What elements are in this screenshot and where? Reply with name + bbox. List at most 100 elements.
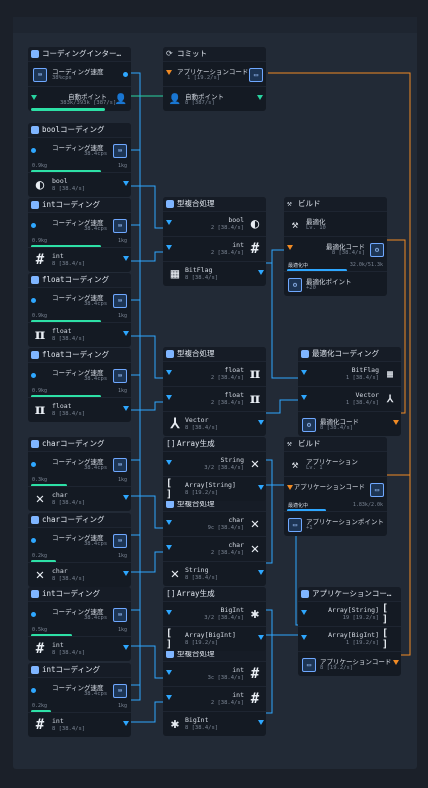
input-port[interactable] — [31, 373, 36, 378]
gear-icon: ▭ — [370, 483, 384, 497]
label: int — [232, 241, 244, 249]
node-title: ビルド — [298, 439, 321, 448]
value: 8 [38.4/s] — [52, 336, 86, 342]
node-title: Array生成 — [177, 589, 215, 598]
output-port[interactable] — [123, 571, 129, 576]
input-port[interactable] — [166, 460, 172, 465]
output-port[interactable] — [123, 72, 128, 77]
input-port[interactable] — [166, 545, 172, 550]
node-commit[interactable]: ⟳コミット アプリケーションコード 1 [19.2/s] ▭ 👤 自動ポイント … — [163, 47, 266, 111]
output-port[interactable] — [258, 485, 264, 490]
node-title: コーディングインター… — [42, 49, 121, 58]
input-port[interactable] — [31, 298, 36, 303]
label: Array[BigInt] — [185, 631, 236, 639]
input-port[interactable] — [287, 245, 293, 250]
input-port[interactable] — [31, 612, 36, 617]
label: int — [52, 641, 64, 649]
wire-int-c — [126, 645, 168, 679]
input-port[interactable] — [166, 70, 172, 75]
node-n20[interactable]: アプリケーションコー…Array[String]19 [19.2/s][ ]Ar… — [298, 587, 401, 676]
input-port[interactable] — [31, 462, 36, 467]
output-port[interactable] — [123, 256, 129, 261]
input-port[interactable] — [166, 610, 172, 615]
value: 1 [19.2/s] — [187, 75, 221, 81]
value: Lv. 1 — [306, 465, 323, 471]
output-port[interactable] — [258, 570, 264, 575]
output-port[interactable] — [258, 720, 264, 725]
value: 38.4cps — [84, 691, 108, 697]
output-port[interactable] — [258, 420, 264, 425]
value: 8 [38.4/s] — [320, 425, 354, 431]
max-value: 1kg — [117, 313, 127, 319]
input-port[interactable] — [166, 395, 172, 400]
output-port[interactable] — [123, 495, 129, 500]
output-port[interactable] — [123, 181, 129, 186]
node-coding-interface[interactable]: コーディングインター… ⌨ コーディング速度 38%cps 自動ポイント 383… — [28, 47, 131, 111]
input-port[interactable] — [301, 610, 307, 615]
label: float — [224, 391, 244, 399]
label: コーディング速度 — [52, 369, 104, 377]
input-port[interactable] — [31, 95, 37, 100]
label: int — [52, 717, 64, 725]
input-port[interactable] — [166, 370, 172, 375]
output-port[interactable] — [257, 95, 263, 100]
max-value: 1kg — [117, 627, 127, 633]
value: 8 [38.4/s] — [52, 650, 86, 656]
input-port[interactable] — [166, 245, 172, 250]
node-title: 型複合処理 — [177, 499, 215, 508]
value: 8 [38.4/s] — [52, 261, 86, 267]
output-port[interactable] — [258, 270, 264, 275]
input-port[interactable] — [301, 395, 307, 400]
input-port[interactable] — [31, 148, 36, 153]
hash-icon: # — [250, 241, 260, 257]
output-port[interactable] — [123, 721, 129, 726]
input-port[interactable] — [166, 670, 172, 675]
node-title: アプリケーションコー… — [312, 589, 392, 598]
label: char — [52, 567, 68, 575]
label: アプリケーションコード — [320, 658, 392, 666]
progress-bar — [31, 170, 102, 173]
input-port[interactable] — [166, 220, 172, 225]
input-port[interactable] — [301, 635, 307, 640]
progress-label: 最適化中 — [288, 263, 309, 269]
min-value: 0.9kg — [32, 388, 48, 394]
output-port[interactable] — [123, 331, 129, 336]
input-port[interactable] — [31, 223, 36, 228]
output-port[interactable] — [258, 635, 264, 640]
input-port[interactable] — [287, 485, 293, 490]
input-port[interactable] — [301, 370, 307, 375]
input-port[interactable] — [31, 688, 36, 693]
output-port[interactable] — [393, 420, 399, 425]
output-port[interactable] — [393, 660, 399, 665]
output-port[interactable] — [123, 645, 129, 650]
pi-icon: π — [249, 366, 261, 382]
input-port[interactable] — [166, 520, 172, 525]
label: アプリケーションコード — [177, 68, 249, 76]
value: 2 [38.4/s] — [210, 700, 244, 706]
input-port[interactable] — [31, 538, 36, 543]
person-icon: 👤 — [168, 93, 182, 105]
output-port[interactable] — [123, 406, 129, 411]
value: 8 [38.4/s] — [52, 576, 86, 582]
array-icon: [ ] — [166, 628, 173, 650]
input-port[interactable] — [166, 695, 172, 700]
label: Vector — [355, 391, 379, 399]
